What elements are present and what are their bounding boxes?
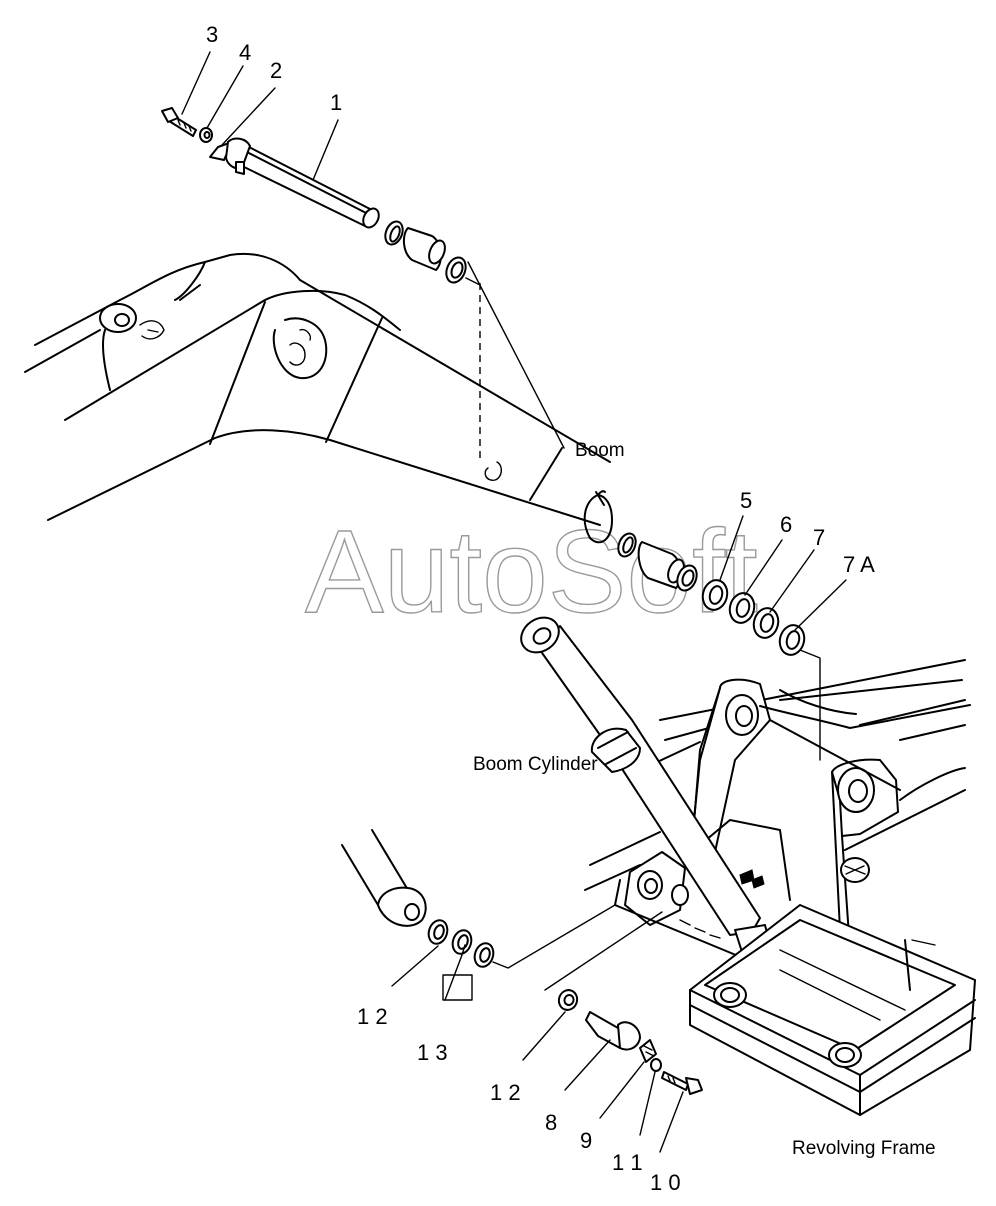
callout-7a: 7 A	[843, 552, 875, 577]
label-boom-cylinder: Boom Cylinder	[473, 754, 598, 775]
leader-lines	[181, 51, 847, 1153]
callout-2: 2	[270, 58, 282, 83]
callout-4: 4	[239, 40, 251, 65]
callout-11: 1 1	[612, 1150, 643, 1175]
callout-13: 1 3	[417, 1040, 448, 1065]
callout-10: 1 0	[650, 1170, 681, 1195]
swing-box-drawing	[689, 904, 976, 1116]
callout-12-left: 1 2	[357, 1004, 388, 1029]
callout-7: 7	[813, 525, 825, 550]
boom-foot-bushings	[617, 532, 821, 761]
label-revolving-frame: Revolving Frame	[792, 1138, 936, 1159]
boom-cylinder-drawing	[520, 616, 771, 953]
revolving-frame-drawing	[584, 659, 971, 966]
top-pin-assembly	[161, 107, 481, 286]
label-boom: Boom	[575, 440, 625, 461]
boom-drawing	[24, 252, 613, 544]
callout-12-right: 1 2	[490, 1080, 521, 1105]
callout-9: 9	[580, 1128, 592, 1153]
lower-pin-assembly	[341, 829, 703, 1095]
callout-3: 3	[206, 22, 218, 47]
callout-6: 6	[780, 512, 792, 537]
callout-8: 8	[545, 1110, 557, 1135]
callout-1: 1	[330, 90, 342, 115]
callout-5: 5	[740, 488, 752, 513]
